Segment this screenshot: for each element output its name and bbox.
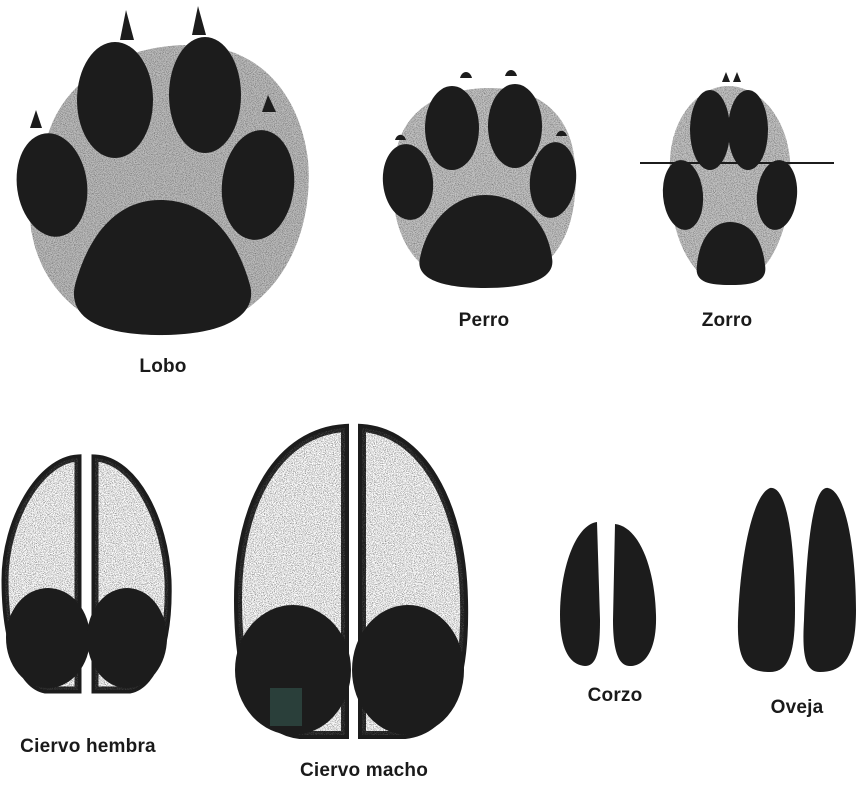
roe-deer-hoof-print bbox=[560, 522, 656, 666]
label-perro: Perro bbox=[459, 310, 510, 332]
dog-paw-print bbox=[379, 70, 580, 288]
female-deer-hoof-print bbox=[5, 458, 168, 690]
label-ciervo-hembra: Ciervo hembra bbox=[20, 736, 156, 758]
fox-paw-print bbox=[640, 72, 834, 285]
label-ciervo-macho: Ciervo macho bbox=[300, 760, 428, 782]
label-lobo: Lobo bbox=[139, 356, 186, 378]
label-zorro: Zorro bbox=[702, 310, 753, 332]
label-corzo: Corzo bbox=[588, 685, 643, 707]
label-oveja: Oveja bbox=[771, 697, 824, 719]
sheep-hoof-print bbox=[738, 488, 856, 672]
male-deer-hoof-print bbox=[235, 428, 464, 735]
wolf-paw-print bbox=[10, 6, 309, 335]
